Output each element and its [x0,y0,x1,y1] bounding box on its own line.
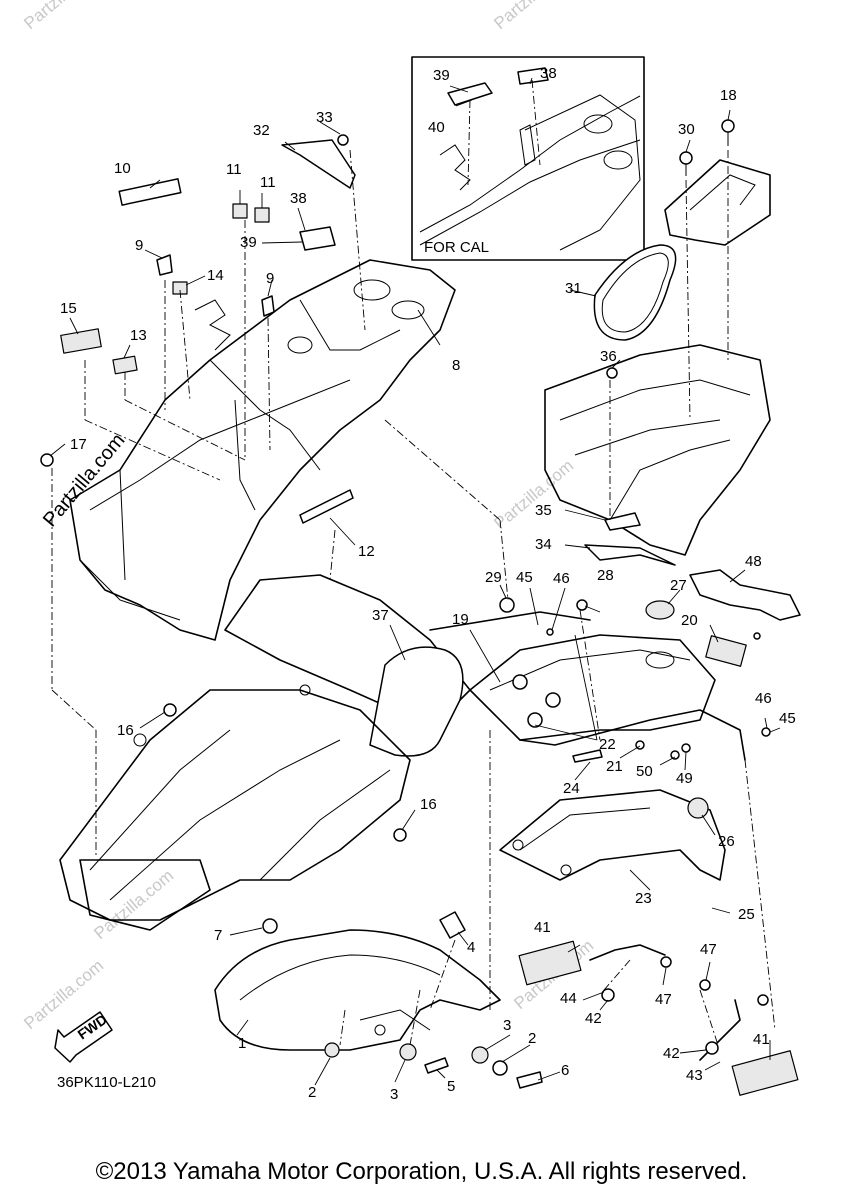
callout-15: 15 [60,300,77,317]
callout-49: 49 [676,770,693,787]
callout-42b: 42 [663,1045,680,1062]
callout-6: 6 [561,1062,569,1079]
rear-fender [69,259,456,641]
watermark-text: Partzilla.com [490,0,577,33]
callout-3a: 3 [503,1017,511,1034]
callout-39-inset: 39 [433,67,450,84]
front-fender [214,929,501,1051]
callout-7: 7 [214,927,222,944]
for-cal-inset [411,56,645,261]
callout-46a: 46 [553,570,570,587]
callout-11a: 11 [226,161,242,178]
callout-5: 5 [447,1078,455,1095]
watermark-text: Partzilla.com [490,456,577,533]
callout-29: 29 [485,569,502,586]
callout-2a: 2 [528,1030,536,1047]
callout-21: 21 [606,758,623,775]
callout-41a: 41 [534,919,551,936]
callout-19: 19 [452,611,469,628]
callout-27: 27 [670,577,687,594]
for-cal-caption: FOR CAL [424,239,489,256]
watermark-text: Partzilla.com [20,0,107,33]
callout-45b: 45 [779,710,796,727]
callout-45a: 45 [516,569,533,586]
callout-14: 14 [207,267,224,284]
callout-24: 24 [563,780,580,797]
callout-10: 10 [114,160,131,177]
license-bracket [499,789,726,881]
rear-frame-upper [429,344,771,631]
callout-9a: 9 [135,237,143,254]
small-parts [40,134,771,1089]
bracket-48 [689,569,801,621]
callout-23: 23 [635,890,652,907]
callout-41b: 41 [753,1031,770,1048]
callout-47b: 47 [655,991,672,1008]
callout-38: 38 [290,190,307,207]
seat-bracket [593,119,771,421]
callout-48: 48 [745,553,762,570]
callout-38-inset: 38 [540,65,557,82]
callout-12: 12 [358,543,375,560]
callout-40: 40 [428,119,445,136]
callout-labels: 39 38 40 FOR CAL 18 30 33 32 10 11 11 38… [57,65,796,1103]
fwd-arrow-icon: FWD [54,1011,113,1063]
tail-cover [469,634,746,761]
callout-42a: 42 [585,1010,602,1027]
callout-9b: 9 [266,270,274,287]
callout-3b: 3 [390,1086,398,1103]
callout-44: 44 [560,990,577,1007]
callout-17: 17 [70,436,87,453]
callout-18: 18 [720,87,737,104]
callout-33: 33 [316,109,333,126]
callout-50: 50 [636,763,653,780]
callout-43: 43 [686,1067,703,1084]
callout-30: 30 [678,121,695,138]
callout-39: 39 [240,234,257,251]
callout-47a: 47 [700,941,717,958]
callout-13: 13 [130,327,147,344]
callout-26: 26 [718,833,735,850]
callout-8: 8 [452,357,460,374]
callout-36: 36 [600,348,617,365]
frame-lower [59,574,471,931]
copyright-notice: ©2013 Yamaha Motor Corporation, U.S.A. A… [95,1158,748,1185]
callout-20: 20 [681,612,698,629]
callout-1: 1 [238,1035,246,1052]
callout-28: 28 [597,567,614,584]
callout-16b: 16 [420,796,437,813]
callout-35: 35 [535,502,552,519]
callout-32: 32 [253,122,270,139]
callout-16a: 16 [117,722,134,739]
callout-37: 37 [372,607,389,624]
callout-22: 22 [599,736,616,753]
leader-lines [49,77,781,1086]
callout-31: 31 [565,280,582,297]
callout-46b: 46 [755,690,772,707]
callout-11b: 11 [260,174,276,191]
callout-2b: 2 [308,1084,316,1101]
callout-25: 25 [738,906,755,923]
watermark-text: Partzilla.com [90,866,177,943]
diagram-code: 36PK110-L210 [57,1074,156,1091]
callout-34: 34 [535,536,552,553]
callout-4: 4 [467,939,475,956]
